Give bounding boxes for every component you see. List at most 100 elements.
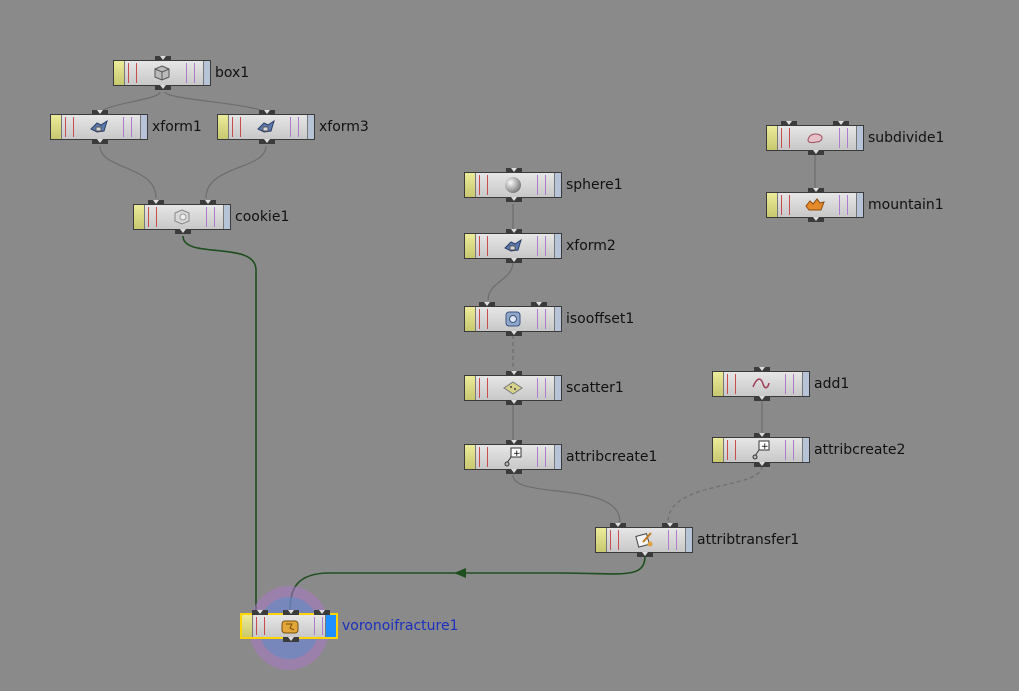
node-isooffset1[interactable] bbox=[464, 302, 562, 336]
input-port-0[interactable] bbox=[506, 371, 522, 376]
bypass-flag[interactable] bbox=[596, 528, 607, 552]
transform-icon bbox=[256, 118, 276, 136]
node-sphere1[interactable] bbox=[464, 168, 562, 202]
node-attribtransfer1[interactable] bbox=[595, 523, 693, 557]
output-port[interactable] bbox=[175, 229, 191, 234]
bypass-flag[interactable] bbox=[713, 438, 724, 462]
output-port[interactable] bbox=[283, 637, 299, 642]
display-flag[interactable] bbox=[307, 115, 314, 139]
bypass-flag[interactable] bbox=[713, 372, 724, 396]
display-flag[interactable] bbox=[802, 372, 809, 396]
display-flag[interactable] bbox=[203, 61, 210, 85]
node-label[interactable]: sphere1 bbox=[566, 177, 623, 193]
input-port-0[interactable] bbox=[808, 188, 824, 193]
output-port[interactable] bbox=[155, 85, 171, 90]
input-port-0[interactable] bbox=[754, 433, 770, 438]
node-xform2[interactable] bbox=[464, 229, 562, 263]
node-attribcreate1[interactable]: + bbox=[464, 440, 562, 474]
bypass-flag[interactable] bbox=[465, 376, 476, 400]
output-port[interactable] bbox=[808, 217, 824, 222]
display-flag[interactable] bbox=[554, 376, 561, 400]
node-scatter1[interactable] bbox=[464, 371, 562, 405]
input-port-1[interactable] bbox=[662, 523, 678, 528]
node-attribcreate2[interactable]: + bbox=[712, 433, 810, 467]
bypass-flag[interactable] bbox=[134, 205, 145, 229]
display-flag[interactable] bbox=[554, 307, 561, 331]
output-port[interactable] bbox=[259, 139, 275, 144]
node-label[interactable]: subdivide1 bbox=[868, 130, 945, 146]
node-mountain1[interactable] bbox=[766, 188, 864, 222]
display-flag[interactable] bbox=[554, 234, 561, 258]
subdivide-icon bbox=[805, 129, 825, 147]
node-label[interactable]: attribcreate1 bbox=[566, 449, 658, 465]
node-label[interactable]: isooffset1 bbox=[566, 311, 635, 327]
input-port-0[interactable] bbox=[610, 523, 626, 528]
bypass-flag[interactable] bbox=[767, 193, 778, 217]
bypass-flag[interactable] bbox=[465, 173, 476, 197]
node-label[interactable]: attribcreate2 bbox=[814, 442, 906, 458]
bypass-flag[interactable] bbox=[114, 61, 125, 85]
input-port-0[interactable] bbox=[148, 200, 164, 205]
output-port[interactable] bbox=[754, 462, 770, 467]
node-label[interactable]: xform2 bbox=[566, 238, 616, 254]
bypass-flag[interactable] bbox=[218, 115, 229, 139]
output-port[interactable] bbox=[808, 150, 824, 155]
input-port-0[interactable] bbox=[479, 302, 495, 307]
input-port-0[interactable] bbox=[506, 440, 522, 445]
node-label[interactable]: scatter1 bbox=[566, 380, 624, 396]
display-flag[interactable] bbox=[802, 438, 809, 462]
bypass-flag[interactable] bbox=[242, 615, 253, 637]
bypass-flag[interactable] bbox=[767, 126, 778, 150]
bypass-flag[interactable] bbox=[465, 307, 476, 331]
node-add1[interactable] bbox=[712, 367, 810, 401]
node-xform3[interactable] bbox=[217, 110, 315, 144]
node-label[interactable]: cookie1 bbox=[235, 209, 290, 225]
display-flag[interactable] bbox=[685, 528, 692, 552]
input-port-1[interactable] bbox=[283, 610, 299, 615]
input-port-1[interactable] bbox=[200, 200, 216, 205]
bypass-flag[interactable] bbox=[51, 115, 62, 139]
input-port-0[interactable] bbox=[259, 110, 275, 115]
input-port-0[interactable] bbox=[506, 229, 522, 234]
output-port[interactable] bbox=[506, 258, 522, 263]
node-label[interactable]: attribtransfer1 bbox=[697, 532, 800, 548]
display-flag[interactable] bbox=[223, 205, 230, 229]
node-stripe bbox=[322, 617, 323, 635]
node-label[interactable]: mountain1 bbox=[868, 197, 944, 213]
display-flag[interactable] bbox=[325, 615, 336, 637]
display-flag[interactable] bbox=[554, 445, 561, 469]
input-port-0[interactable] bbox=[252, 610, 268, 615]
node-label[interactable]: voronoifracture1 bbox=[342, 618, 459, 634]
output-port[interactable] bbox=[754, 396, 770, 401]
display-flag[interactable] bbox=[856, 126, 863, 150]
node-label[interactable]: xform3 bbox=[319, 119, 369, 135]
output-port[interactable] bbox=[506, 400, 522, 405]
output-port[interactable] bbox=[92, 139, 108, 144]
node-box1[interactable] bbox=[113, 56, 211, 90]
bypass-flag[interactable] bbox=[465, 234, 476, 258]
output-port[interactable] bbox=[506, 331, 522, 336]
node-cookie1[interactable] bbox=[133, 200, 231, 234]
node-subdivide1[interactable] bbox=[766, 121, 864, 155]
input-port-2[interactable] bbox=[314, 610, 330, 615]
node-xform1[interactable] bbox=[50, 110, 148, 144]
input-port-1[interactable] bbox=[833, 121, 849, 126]
output-port[interactable] bbox=[637, 552, 653, 557]
input-port-0[interactable] bbox=[754, 367, 770, 372]
input-port-0[interactable] bbox=[92, 110, 108, 115]
input-port-0[interactable] bbox=[781, 121, 797, 126]
output-port[interactable] bbox=[506, 197, 522, 202]
display-flag[interactable] bbox=[140, 115, 147, 139]
node-label[interactable]: add1 bbox=[814, 376, 850, 392]
input-port-0[interactable] bbox=[155, 56, 171, 61]
display-flag[interactable] bbox=[856, 193, 863, 217]
bypass-flag[interactable] bbox=[465, 445, 476, 469]
input-port-1[interactable] bbox=[531, 302, 547, 307]
node-label[interactable]: xform1 bbox=[152, 119, 202, 135]
output-port[interactable] bbox=[506, 469, 522, 474]
cookie-icon bbox=[172, 208, 192, 226]
display-flag[interactable] bbox=[554, 173, 561, 197]
node-label[interactable]: box1 bbox=[215, 65, 250, 81]
input-port-0[interactable] bbox=[506, 168, 522, 173]
node-voronoifracture1[interactable] bbox=[240, 610, 338, 642]
